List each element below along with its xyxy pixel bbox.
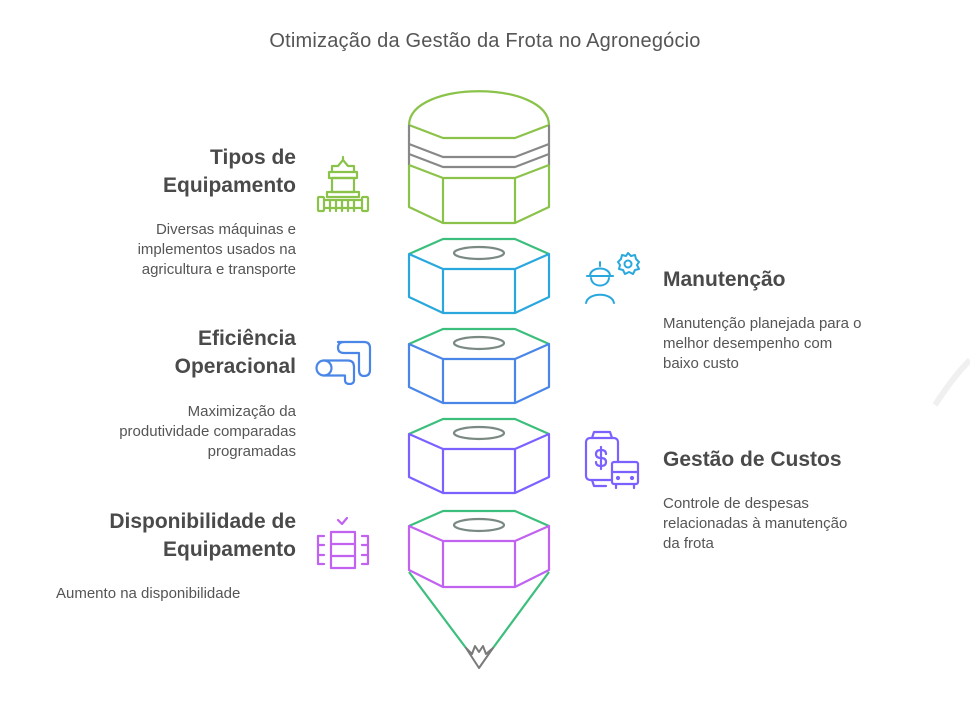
heading-disponibilidade-equipamento: Disponibilidade de Equipamento xyxy=(109,510,296,561)
nut-efficiency xyxy=(407,327,551,405)
nut-costs xyxy=(407,417,551,495)
harvester-icon xyxy=(316,155,370,213)
heading-tipos-equipamento: Tipos de Equipamento xyxy=(162,146,296,197)
heading-manutencao: Manutenção xyxy=(663,268,786,291)
desc-eficiencia-operacional: Maximização da produtividade comparadas … xyxy=(119,403,296,460)
desc-tipos-equipamento: Diversas máquinas e implementos usados n… xyxy=(137,221,296,278)
worker-gear-icon xyxy=(585,252,640,304)
nut-maintenance xyxy=(407,237,551,315)
diagram-title: Otimização da Gestão da Frota no Agroneg… xyxy=(269,30,701,52)
desc-gestao-custos: Controle de despesas relacionadas à manu… xyxy=(663,495,848,552)
heading-eficiencia-operacional: Eficiência Operacional xyxy=(174,327,296,378)
stacked-check-icon xyxy=(316,516,370,570)
pipe-flow-icon xyxy=(315,340,372,386)
cost-bus-icon xyxy=(584,430,640,490)
heading-gestao-custos: Gestão de Custos xyxy=(663,448,842,471)
desc-disponibilidade-equipamento: Aumento na disponibilidade xyxy=(56,585,241,602)
decorative-swoosh xyxy=(932,357,970,407)
top-cap-nut xyxy=(407,90,551,225)
nut-availability xyxy=(407,509,551,669)
desc-manutencao: Manutenção planejada para o melhor desem… xyxy=(663,315,862,372)
